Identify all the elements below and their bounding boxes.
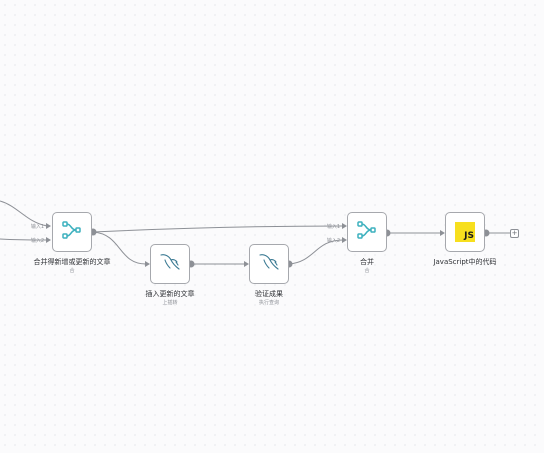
node-title: 插入更新的文章 bbox=[145, 290, 195, 298]
add-node-button[interactable]: + bbox=[510, 229, 519, 238]
node-title: 验证成果 bbox=[255, 290, 283, 298]
node-subtitle: 合 bbox=[364, 268, 370, 274]
input-arrow bbox=[244, 261, 249, 267]
input-arrow bbox=[145, 261, 150, 267]
mysql-dolphin-icon bbox=[258, 252, 280, 276]
node-title: JavaScript中的代码 bbox=[433, 258, 497, 266]
input-arrow bbox=[46, 237, 51, 243]
node-subtitle: 执行查询 bbox=[258, 300, 279, 306]
connection-verify-to-merge-input-2[interactable] bbox=[288, 239, 344, 265]
input-port-label: 输入1 bbox=[30, 224, 44, 230]
input-arrow bbox=[440, 230, 445, 236]
merge-icon bbox=[357, 221, 377, 243]
node-subtitle: 合 bbox=[69, 268, 75, 274]
connection-merge-new-to-insert[interactable] bbox=[92, 231, 147, 265]
node-merge-new-updated[interactable] bbox=[52, 212, 92, 252]
merge-icon bbox=[62, 221, 82, 243]
javascript-icon: JS bbox=[455, 222, 475, 242]
input-port-label: 输入1 bbox=[326, 224, 340, 230]
node-merge[interactable] bbox=[347, 212, 387, 252]
input-arrow bbox=[342, 223, 347, 229]
input-arrow bbox=[342, 237, 347, 243]
mysql-dolphin-icon bbox=[159, 252, 181, 276]
node-verify-result[interactable] bbox=[249, 244, 289, 284]
node-javascript-code[interactable]: JS bbox=[445, 212, 485, 252]
input-arrow bbox=[46, 223, 51, 229]
node-subtitle: 上插转 bbox=[162, 300, 178, 306]
node-title: 合并 bbox=[360, 258, 374, 266]
connection-offscreen-to-merge-input-1[interactable] bbox=[0, 200, 48, 227]
input-port-label: 输入2 bbox=[326, 238, 340, 244]
node-title: 合并得新增或更新的文章 bbox=[33, 258, 111, 266]
input-port-label: 输入2 bbox=[30, 238, 44, 244]
connection-offscreen-to-merge-input-2[interactable] bbox=[0, 238, 48, 241]
connection-merge-new-to-merge-input-1[interactable] bbox=[92, 225, 344, 233]
node-insert-updated[interactable] bbox=[150, 244, 190, 284]
